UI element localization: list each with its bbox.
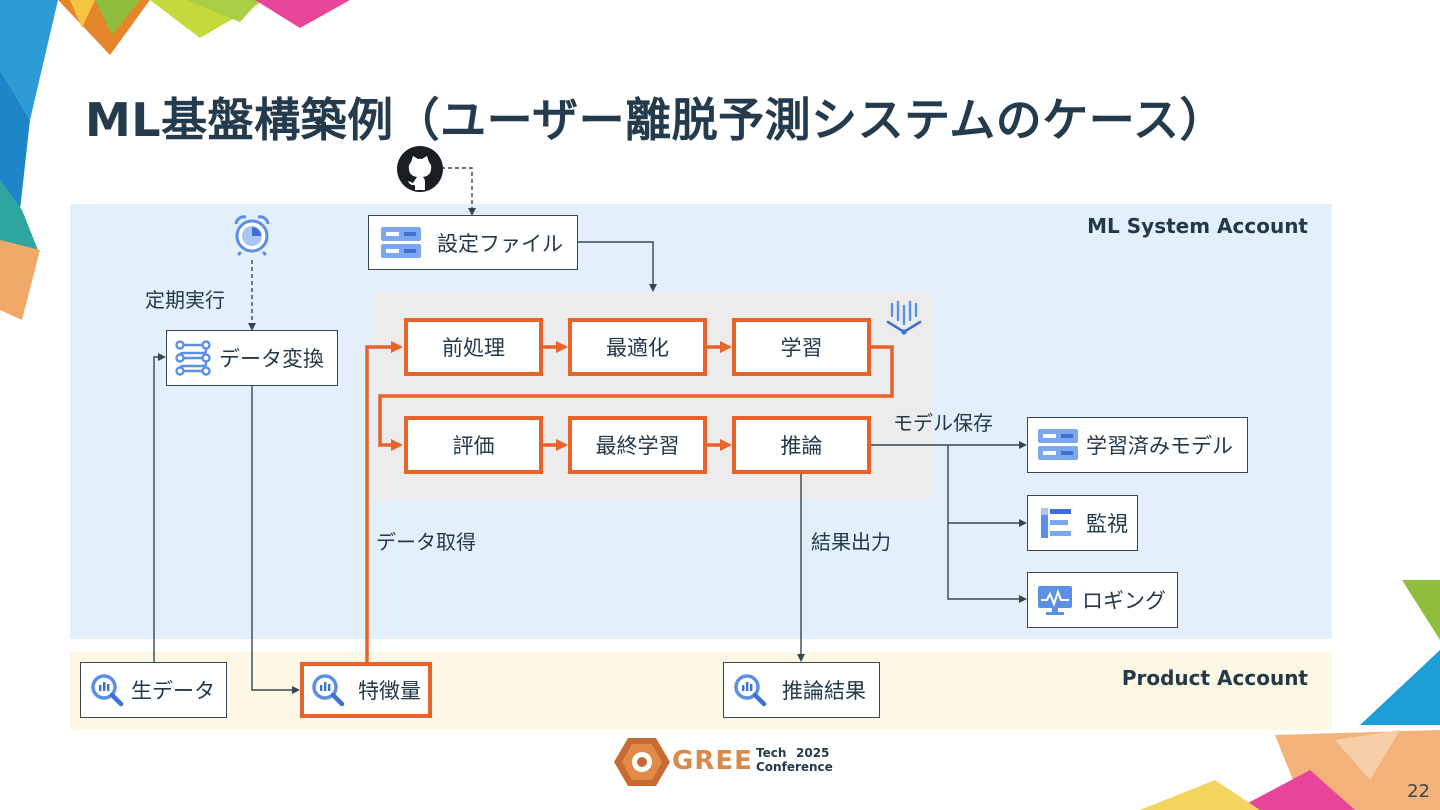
save-model-label: モデル保存 (893, 411, 993, 435)
trained-model-label: 学習済みモデル (1086, 434, 1233, 458)
logging-icon (1036, 583, 1074, 617)
optimize-node: 最適化 (568, 318, 707, 376)
final-train-node: 最終学習 (568, 416, 707, 474)
alarm-clock-icon (232, 214, 272, 256)
product-account-label: Product Account (1121, 666, 1308, 690)
monitoring-label: 監視 (1086, 512, 1128, 536)
monitoring-node: 監視 (1027, 495, 1138, 551)
data-transform-node: データ変換 (166, 330, 338, 386)
corner-decoration-bottom-right (1140, 580, 1440, 810)
preprocess-node: 前処理 (404, 318, 543, 376)
ml-system-account-label: ML System Account (1087, 214, 1308, 238)
slide-title: ML基盤構築例（ユーザー離脱予測システムのケース） (85, 93, 1226, 147)
evaluate-node: 評価 (404, 416, 543, 474)
bigquery-icon (310, 672, 346, 708)
github-icon (396, 145, 444, 193)
logo-tech: Tech (756, 746, 787, 760)
monitoring-icon (1036, 505, 1076, 541)
logging-label: ロギング (1082, 589, 1166, 613)
bigquery-icon (89, 672, 125, 708)
inference-result-label: 推論結果 (782, 679, 866, 703)
trained-model-node: 学習済みモデル (1027, 417, 1248, 473)
data-transform-label: データ変換 (219, 347, 324, 371)
train-node: 学習 (732, 318, 871, 376)
gree-tech-conference-logo: GREE Tech 2025 Conference (614, 736, 834, 788)
logo-year: 2025 (796, 746, 830, 760)
output-result-label: 結果出力 (811, 530, 891, 554)
features-node: 特徴量 (300, 662, 432, 718)
vertex-ai-icon (884, 298, 924, 336)
page-number: 22 (1407, 781, 1430, 802)
inference-node: 推論 (732, 416, 871, 474)
product-account-region (70, 652, 1332, 730)
corner-decoration-top-left (0, 0, 350, 320)
storage-icon (1036, 427, 1080, 463)
config-file-label: 設定ファイル (437, 231, 563, 256)
raw-data-label: 生データ (131, 679, 215, 703)
scheduled-label: 定期実行 (145, 288, 225, 312)
raw-data-node: 生データ (80, 662, 227, 718)
logging-node: ロギング (1027, 572, 1178, 628)
config-file-node: 設定ファイル (368, 215, 578, 270)
inference-result-node: 推論結果 (723, 662, 880, 718)
fetch-data-label: データ取得 (376, 530, 476, 554)
logo-brand: GREE (672, 746, 753, 776)
features-label: 特徴量 (358, 679, 421, 703)
bigquery-icon (732, 672, 768, 708)
storage-icon (379, 225, 423, 261)
workflow-icon (173, 338, 213, 378)
logo-conference: Conference (756, 760, 833, 774)
